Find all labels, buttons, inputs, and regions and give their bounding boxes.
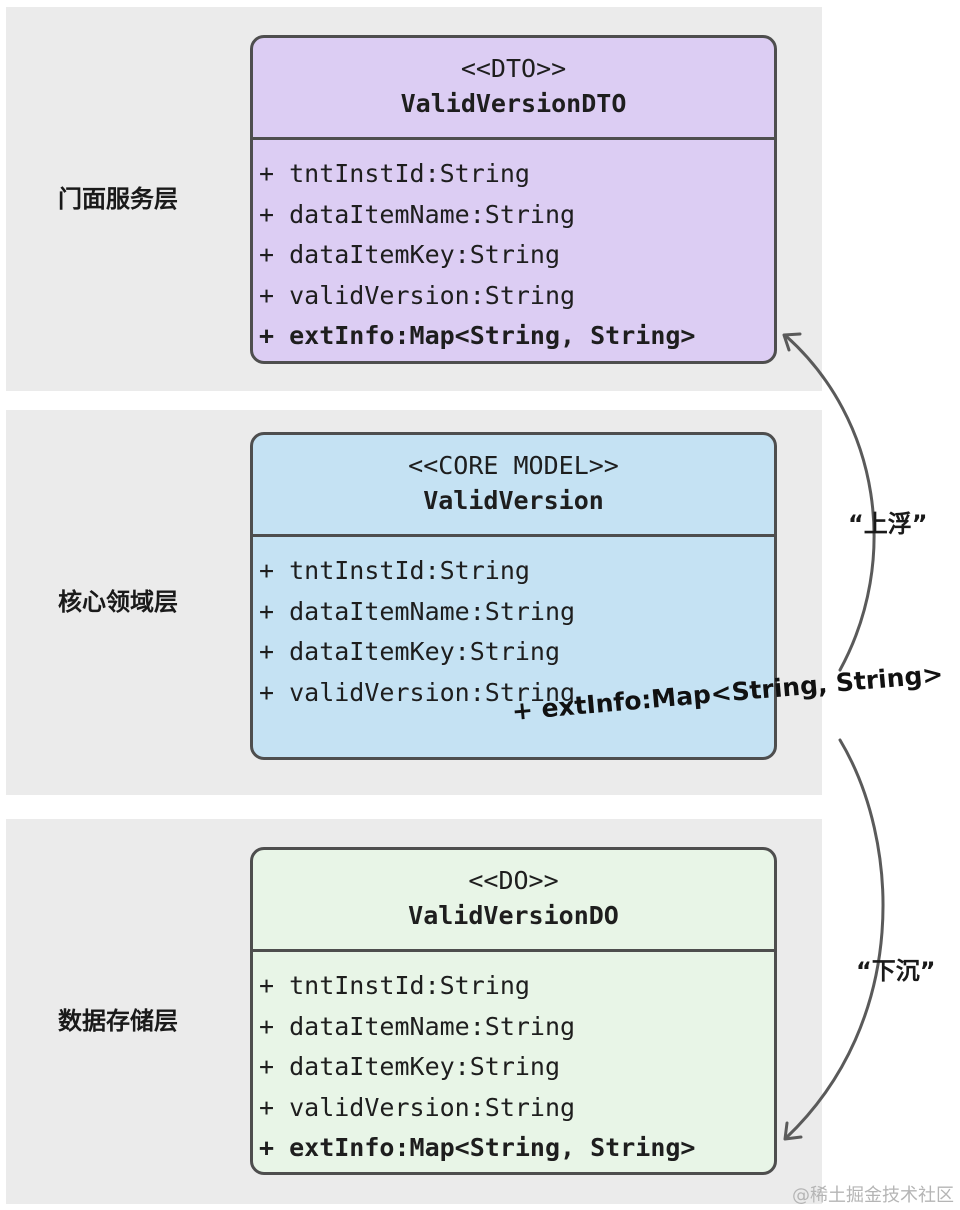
core-attribute: + dataItemName:String — [259, 596, 576, 626]
do-class-box: <<DO>> ValidVersionDO + tntInstId:String… — [250, 847, 777, 1175]
core-attribute-list: + tntInstId:String + dataItemName:String… — [253, 537, 774, 713]
do-attribute-list: + tntInstId:String + dataItemName:String… — [253, 952, 774, 1169]
core-class-name: ValidVersion — [423, 486, 604, 515]
dto-class-name: ValidVersionDTO — [400, 89, 627, 118]
float-up-arrow — [784, 334, 876, 672]
layer-label-core: 核心领域层 — [58, 588, 178, 616]
dto-attribute: + dataItemKey:String — [259, 240, 561, 269]
core-class-header: <<CORE MODEL>> ValidVersion — [253, 435, 774, 537]
do-class-name: ValidVersionDO — [408, 901, 619, 930]
do-attribute: + dataItemKey:String — [259, 1052, 561, 1081]
layer-label-facade: 门面服务层 — [58, 185, 178, 213]
do-attribute: + validVersion:String — [259, 1092, 576, 1122]
float-up-label: “上浮” — [848, 510, 928, 538]
dto-class-box: <<DTO>> ValidVersionDTO + tntInstId:Stri… — [250, 35, 777, 364]
core-attribute: + dataItemKey:String — [259, 637, 561, 666]
float-up-arrowhead — [782, 332, 802, 352]
do-class-header: <<DO>> ValidVersionDO — [253, 850, 774, 952]
dto-stereotype: <<DTO>> — [460, 54, 567, 83]
do-stereotype: <<DO>> — [468, 866, 559, 895]
watermark: @稀土掘金技术社区 — [792, 1185, 954, 1206]
sink-down-arrow — [784, 738, 885, 1140]
dto-class-header: <<DTO>> ValidVersionDTO — [253, 38, 774, 140]
sink-down-arrowhead — [783, 1121, 803, 1141]
sink-down-label: “下沉” — [856, 957, 936, 985]
dto-attribute-list: + tntInstId:String + dataItemName:String… — [253, 140, 774, 357]
do-attribute: + tntInstId:String — [259, 971, 530, 1000]
dto-attribute: + dataItemName:String — [259, 199, 576, 229]
core-model-class-box: <<CORE MODEL>> ValidVersion + tntInstId:… — [250, 432, 777, 760]
dto-attribute-extinfo: + extInfo:Map<String, String> — [259, 321, 696, 350]
core-stereotype: <<CORE MODEL>> — [408, 451, 619, 480]
layer-label-storage: 数据存储层 — [58, 1007, 178, 1035]
dto-attribute: + tntInstId:String — [259, 159, 530, 188]
do-attribute: + dataItemName:String — [259, 1011, 576, 1041]
dto-attribute: + validVersion:String — [259, 280, 576, 310]
do-attribute-extinfo: + extInfo:Map<String, String> — [259, 1133, 696, 1162]
core-attribute: + tntInstId:String — [259, 556, 530, 585]
core-attribute: + validVersion:String — [259, 677, 576, 707]
